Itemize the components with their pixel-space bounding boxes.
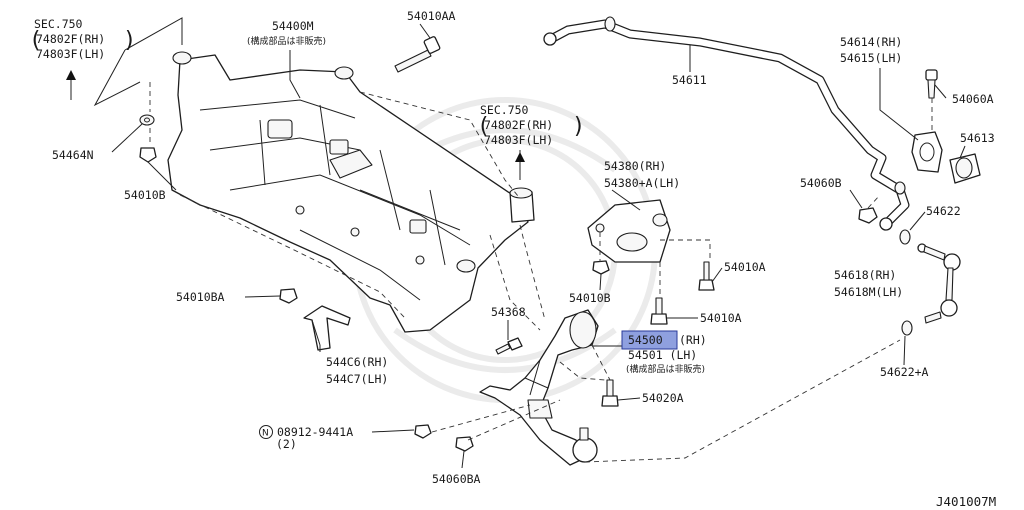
- bracket-open-right: (: [477, 114, 490, 139]
- label-54615[interactable]: 54615(LH): [840, 51, 902, 65]
- standard-part-symbol-icon: [259, 425, 273, 439]
- label-08912-qty: (2): [276, 437, 297, 451]
- label-54400M[interactable]: 54400M: [272, 19, 314, 33]
- label-54614[interactable]: 54614(RH): [840, 35, 902, 49]
- bolt-54010AA-icon[interactable]: [394, 36, 441, 73]
- washer-54622A-icon[interactable]: [901, 320, 913, 336]
- label-544C6[interactable]: 544C6(RH): [326, 355, 388, 369]
- nut-54010B-right-icon[interactable]: [592, 260, 610, 275]
- label-54060B[interactable]: 54060B: [800, 176, 842, 190]
- label-54380A[interactable]: 54380+A(LH): [604, 176, 680, 190]
- bracket-close-left: ): [123, 28, 136, 53]
- label-54622A[interactable]: 54622+A: [880, 365, 929, 379]
- label-sec750-right[interactable]: SEC.750: [480, 103, 529, 117]
- label-54618[interactable]: 54618(RH): [834, 268, 896, 282]
- bracket-open-left: (: [29, 28, 42, 53]
- bracket-544C6-icon[interactable]: [303, 305, 351, 351]
- bushing-54613-icon[interactable]: [949, 153, 981, 184]
- label-08912-symbol: N: [262, 429, 269, 439]
- bolt-54060A-icon[interactable]: [925, 69, 938, 99]
- label-54500[interactable]: 54500: [628, 333, 663, 347]
- label-74803F-left[interactable]: 74803F(LH): [36, 47, 105, 61]
- label-54010BA[interactable]: 54010BA: [176, 290, 225, 304]
- label-54010B-right[interactable]: 54010B: [569, 291, 611, 305]
- label-74802F-left[interactable]: 74802F(RH): [36, 32, 105, 46]
- stabilizer-bar-54611[interactable]: [543, 16, 910, 231]
- nut-54010B-left-icon[interactable]: [139, 147, 157, 163]
- note-jp-54400M: (構成部品は非販売): [247, 35, 326, 47]
- subframe-mount-bushing[interactable]: [509, 187, 535, 223]
- nut-54060B-icon[interactable]: [858, 207, 878, 224]
- label-54020A[interactable]: 54020A: [642, 391, 684, 405]
- assembly-lines: [149, 82, 933, 463]
- part-labels: SEC.750 74802F(RH) 74803F(LH) ( ) 54400M…: [29, 9, 996, 509]
- label-54010B-left[interactable]: 54010B: [124, 188, 166, 202]
- subframe-54400M[interactable]: [167, 51, 529, 333]
- label-54010A-lower[interactable]: 54010A: [700, 311, 742, 325]
- label-54368[interactable]: 54368: [491, 305, 526, 319]
- label-54611[interactable]: 54611: [672, 73, 707, 87]
- nut-54060BA-icon[interactable]: [455, 436, 474, 452]
- bolt-54010A-upper-icon[interactable]: [698, 261, 715, 291]
- label-54464N[interactable]: 54464N: [52, 148, 94, 162]
- bolt-54368-icon[interactable]: [495, 337, 523, 355]
- transverse-link-54500[interactable]: [479, 309, 599, 466]
- bolt-54020A-icon[interactable]: [601, 379, 619, 407]
- label-sec750-left[interactable]: SEC.750: [34, 17, 83, 31]
- highlight-54500: [621, 330, 678, 350]
- label-54010AA[interactable]: 54010AA: [407, 9, 456, 23]
- strut-mount-54380-icon[interactable]: [587, 199, 671, 263]
- label-08912-9441A[interactable]: 08912-9441A: [277, 425, 353, 439]
- label-54500-rh: (RH): [679, 333, 707, 347]
- label-544C7[interactable]: 544C7(LH): [326, 372, 388, 386]
- label-74803F-right[interactable]: 74803F(LH): [484, 133, 553, 147]
- label-74802F-right[interactable]: 74802F(RH): [484, 118, 553, 132]
- bracket-close-right: ): [572, 114, 585, 139]
- label-54060A[interactable]: 54060A: [952, 92, 994, 106]
- nut-08912-icon[interactable]: [414, 424, 432, 439]
- label-54060BA[interactable]: 54060BA: [432, 472, 481, 486]
- leader-lines: [66, 17, 966, 469]
- label-54501[interactable]: 54501 (LH): [628, 348, 697, 362]
- washer-54622-icon[interactable]: [899, 229, 911, 245]
- label-54622[interactable]: 54622: [926, 204, 961, 218]
- stabilizer-link-54618-icon[interactable]: [917, 243, 961, 324]
- label-54613[interactable]: 54613: [960, 131, 995, 145]
- label-54380[interactable]: 54380(RH): [604, 159, 666, 173]
- nut-54010BA-icon[interactable]: [279, 288, 298, 304]
- washer-54464N-icon[interactable]: [139, 114, 155, 126]
- bolt-54010A-lower-icon[interactable]: [650, 297, 668, 325]
- label-54010A-upper[interactable]: 54010A: [724, 260, 766, 274]
- diagram-id: J401007M: [936, 494, 996, 509]
- note-jp-54500: (構成部品は非販売): [626, 363, 705, 375]
- bushing-bracket-54614-icon[interactable]: [911, 131, 943, 173]
- label-54618M[interactable]: 54618M(LH): [834, 285, 903, 299]
